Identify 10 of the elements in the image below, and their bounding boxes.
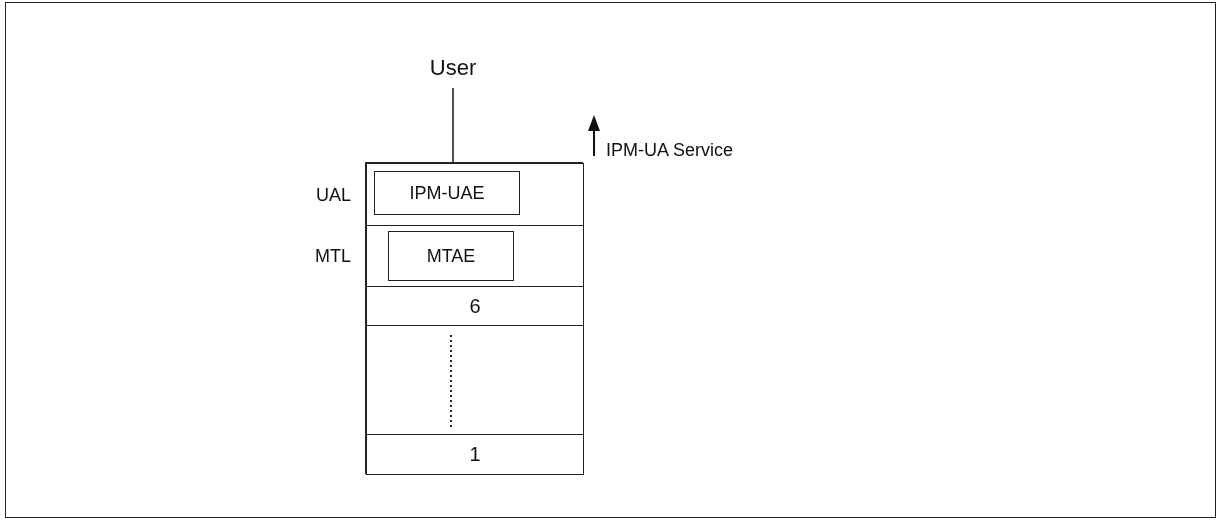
service-label: IPM-UA Service xyxy=(606,140,734,161)
layer-name: UAL xyxy=(316,184,351,206)
layer-name: MTL xyxy=(315,246,351,267)
connector-line xyxy=(452,87,454,163)
layer-box xyxy=(366,325,584,435)
layer-box: 6 xyxy=(366,286,584,326)
entity-box: MTAE xyxy=(388,231,514,281)
entity-box: IPM-UAE xyxy=(374,171,520,215)
layer-box: 1 xyxy=(366,434,584,475)
user-label: User xyxy=(412,48,494,88)
